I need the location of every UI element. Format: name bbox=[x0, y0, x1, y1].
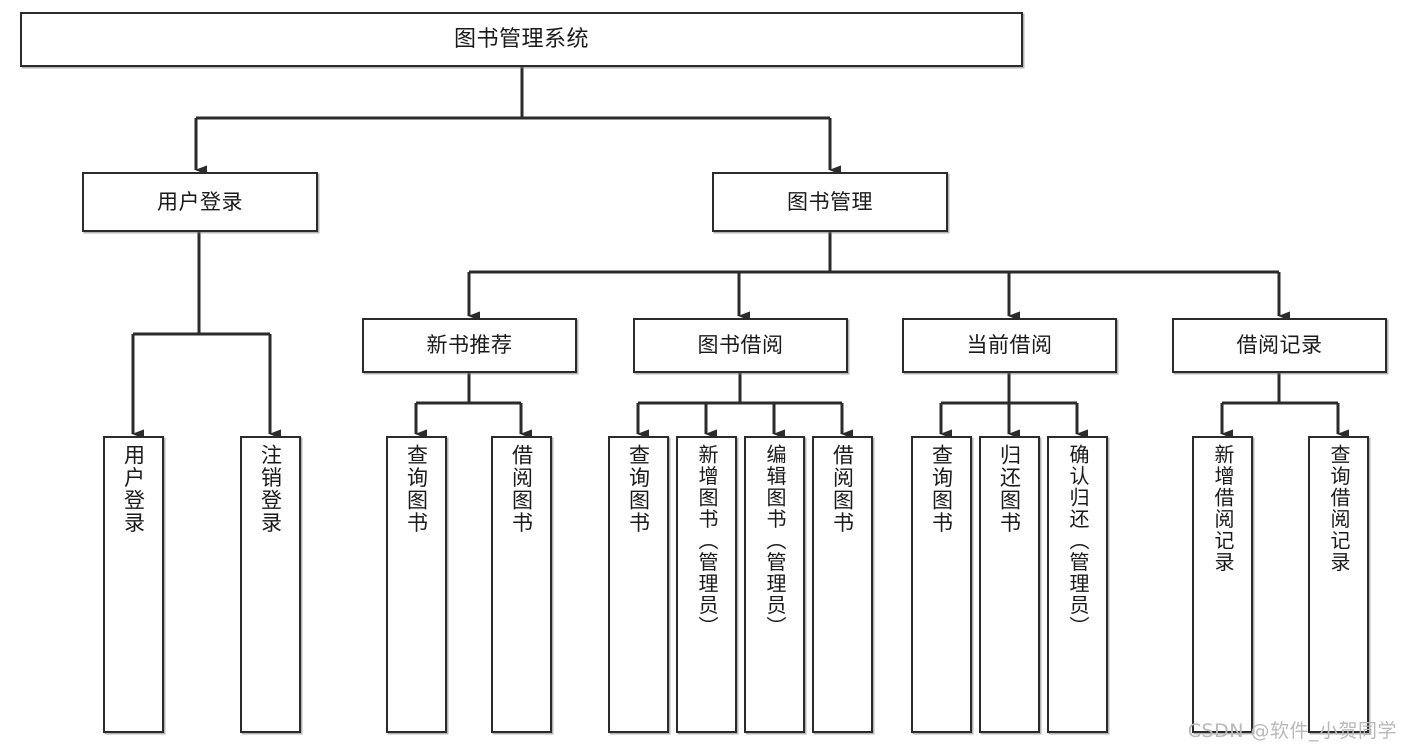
node-borrow-record[interactable]: 借阅记录 bbox=[1172, 318, 1387, 373]
leaf-confirm-return-admin[interactable]: 确认归还（管理员） bbox=[1047, 436, 1108, 733]
node-label: 查询借阅记录 bbox=[1327, 444, 1351, 573]
node-label: 新书推荐 bbox=[426, 333, 513, 358]
node-label: 注销登录 bbox=[258, 444, 283, 534]
node-label: 用户登录 bbox=[121, 444, 146, 534]
node-label: 借阅记录 bbox=[1236, 333, 1323, 358]
node-label: 图书管理系统 bbox=[453, 26, 589, 52]
node-label: 图书管理 bbox=[787, 189, 873, 214]
node-label: 借阅图书 bbox=[509, 444, 534, 534]
leaf-borrow-book-recommend[interactable]: 借阅图书 bbox=[491, 436, 552, 733]
node-label: 图书借阅 bbox=[697, 333, 784, 358]
node-new-book-recommend[interactable]: 新书推荐 bbox=[362, 318, 577, 373]
leaf-add-book-admin[interactable]: 新增图书（管理员） bbox=[676, 436, 737, 733]
node-label: 借阅图书 bbox=[830, 444, 855, 534]
leaf-query-borrow-record[interactable]: 查询借阅记录 bbox=[1308, 436, 1369, 733]
node-root-system[interactable]: 图书管理系统 bbox=[20, 12, 1023, 67]
node-book-borrow[interactable]: 图书借阅 bbox=[633, 318, 848, 373]
node-label: 新增借阅记录 bbox=[1211, 444, 1235, 573]
leaf-query-book-recommend[interactable]: 查询图书 bbox=[386, 436, 447, 733]
node-book-manage[interactable]: 图书管理 bbox=[712, 172, 948, 232]
leaf-edit-book-admin[interactable]: 编辑图书（管理员） bbox=[744, 436, 805, 733]
node-label: 查询图书 bbox=[404, 444, 429, 534]
leaf-query-book-current[interactable]: 查询图书 bbox=[911, 436, 972, 733]
node-current-borrow[interactable]: 当前借阅 bbox=[902, 318, 1117, 373]
node-label: 编辑图书（管理员） bbox=[763, 444, 787, 638]
node-label: 归还图书 bbox=[997, 444, 1022, 534]
leaf-return-book[interactable]: 归还图书 bbox=[979, 436, 1040, 733]
leaf-logout-login[interactable]: 注销登录 bbox=[240, 436, 301, 733]
node-label: 查询图书 bbox=[626, 444, 651, 534]
leaf-add-borrow-record[interactable]: 新增借阅记录 bbox=[1192, 436, 1253, 733]
leaf-query-book-borrow[interactable]: 查询图书 bbox=[608, 436, 669, 733]
node-label: 用户登录 bbox=[157, 189, 243, 214]
node-label: 新增图书（管理员） bbox=[695, 444, 719, 638]
node-label: 当前借阅 bbox=[966, 333, 1053, 358]
leaf-user-login[interactable]: 用户登录 bbox=[103, 436, 164, 733]
leaf-borrow-book[interactable]: 借阅图书 bbox=[812, 436, 873, 733]
node-label: 确认归还（管理员） bbox=[1066, 444, 1090, 638]
csdn-watermark: CSDN @软件_小贺同学 bbox=[1187, 720, 1397, 742]
node-user-login[interactable]: 用户登录 bbox=[82, 172, 318, 232]
node-label: 查询图书 bbox=[929, 444, 954, 534]
